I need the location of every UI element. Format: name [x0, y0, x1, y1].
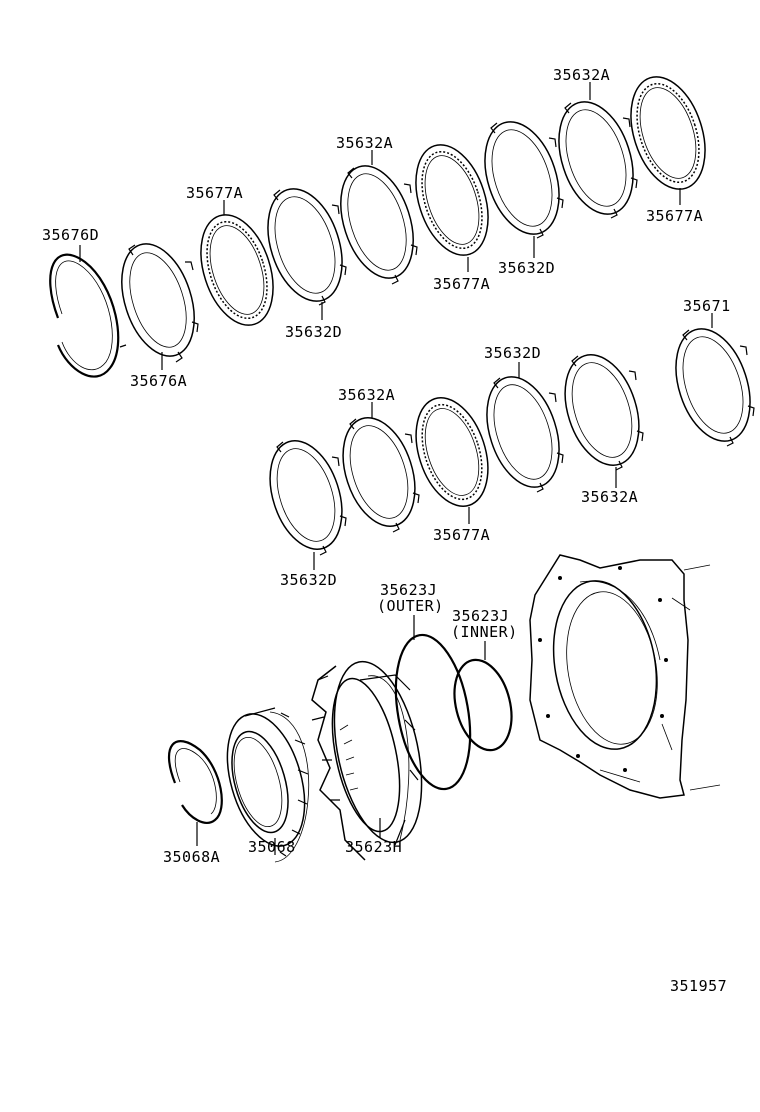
- label-35068A: 35068A: [163, 848, 220, 866]
- clutch-disc-35677A-1: [200, 214, 274, 326]
- label-35623J-inner: 35623J: [452, 607, 509, 625]
- label-35068: 35068: [248, 838, 296, 856]
- seal-ring-35623J-inner: [453, 658, 513, 752]
- label-35632D-1: 35632D: [285, 323, 342, 341]
- piston-35068: [226, 707, 310, 863]
- label-35632A-2: 35632A: [553, 66, 610, 84]
- label-35632D-3: 35632D: [484, 344, 541, 362]
- clutch-disc-35677A-3: [630, 76, 706, 190]
- clutch-plate-35671: [675, 328, 755, 447]
- clutch-plate-35632D-3: [486, 376, 564, 493]
- clutch-plate-35632D-2: [484, 121, 564, 239]
- diagram-id: 351957: [670, 977, 727, 995]
- clutch-plate-35632A-2: [558, 101, 638, 219]
- clutch-plate-35632D-1: [267, 188, 347, 306]
- label-35676D: 35676D: [42, 226, 99, 244]
- clutch-disc-35677A-4: [415, 397, 489, 507]
- label-35632D-2: 35632D: [498, 259, 555, 277]
- leader-lines: [79, 82, 713, 855]
- clutch-plate-35676A: [119, 243, 199, 363]
- label-35671: 35671: [683, 297, 731, 315]
- label-35632A-4: 35632A: [581, 488, 638, 506]
- clutch-plate-35632A-4: [564, 354, 644, 471]
- clutch-plate-35632A-3: [342, 417, 420, 533]
- label-35623J-outer-note: (OUTER): [377, 597, 444, 615]
- label-35677A-4: 35677A: [433, 526, 490, 544]
- label-35677A-3: 35677A: [646, 207, 703, 225]
- snap-ring-35676D: [49, 253, 120, 378]
- clutch-plate-35632A-1: [340, 165, 418, 285]
- label-35677A-1: 35677A: [186, 184, 243, 202]
- label-35623H: 35623H: [345, 838, 402, 856]
- snap-ring-35068A: [167, 740, 223, 824]
- clutch-disc-35677A-2: [415, 144, 489, 256]
- label-35632D-4: 35632D: [280, 571, 337, 589]
- label-35632A-1: 35632A: [336, 134, 393, 152]
- part-labels: 35676D 35676A 35677A 35632D 35632A 35677…: [42, 66, 731, 995]
- transmission-case: [529, 554, 721, 799]
- label-35623J-inner-note: (INNER): [451, 623, 518, 641]
- label-35632A-3: 35632A: [338, 386, 395, 404]
- label-35623J-outer: 35623J: [380, 581, 437, 599]
- seal-ring-35623J-outer: [394, 633, 472, 791]
- label-35677A-2: 35677A: [433, 275, 490, 293]
- label-35676A: 35676A: [130, 372, 187, 390]
- clutch-plate-35632D-4: [269, 440, 347, 556]
- clutch-drum-35623H: [311, 660, 423, 861]
